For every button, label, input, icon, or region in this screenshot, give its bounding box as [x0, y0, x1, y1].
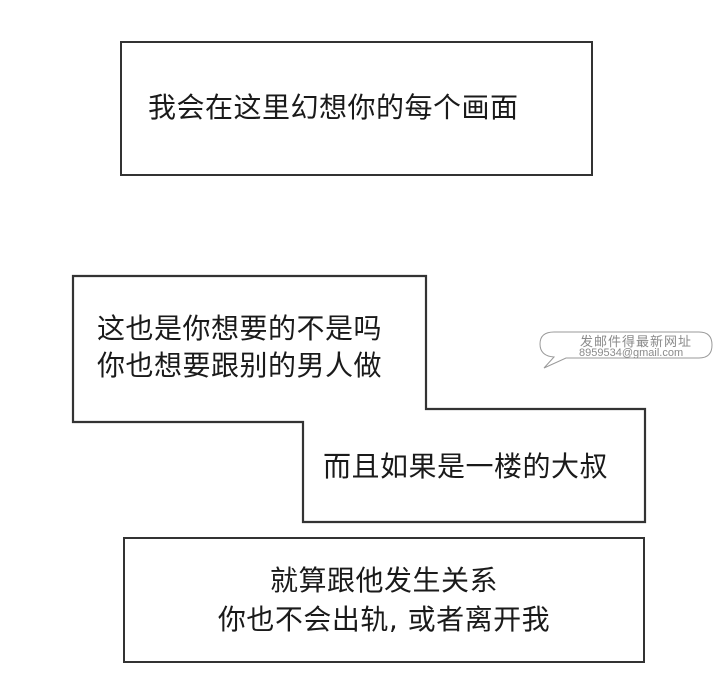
caption-box-top: 我会在这里幻想你的每个画面 [120, 41, 593, 176]
watermark-line-1: 发邮件得最新网址 [580, 334, 693, 349]
watermark-bubble: 发邮件得最新网址 8959534@gmail.com [534, 328, 714, 372]
caption-left-line-2: 你也想要跟别的男人做 [97, 349, 383, 382]
caption-top-text: 我会在这里幻想你的每个画面 [148, 91, 519, 124]
watermark-line-2: 8959534@gmail.com [579, 347, 684, 359]
caption-box-bottom: 就算跟他发生关系 你也不会出轨, 或者离开我 [123, 537, 645, 663]
caption-left-line-1: 这也是你想要的不是吗 [97, 312, 383, 345]
caption-bottom-line-1: 就算跟他发生关系 [269, 564, 498, 597]
caption-bottom-line-2: 你也不会出轨, 或者离开我 [217, 603, 551, 636]
caption-right-text: 而且如果是一楼的大叔 [323, 450, 609, 483]
watermark-bubble-shape [539, 331, 713, 369]
